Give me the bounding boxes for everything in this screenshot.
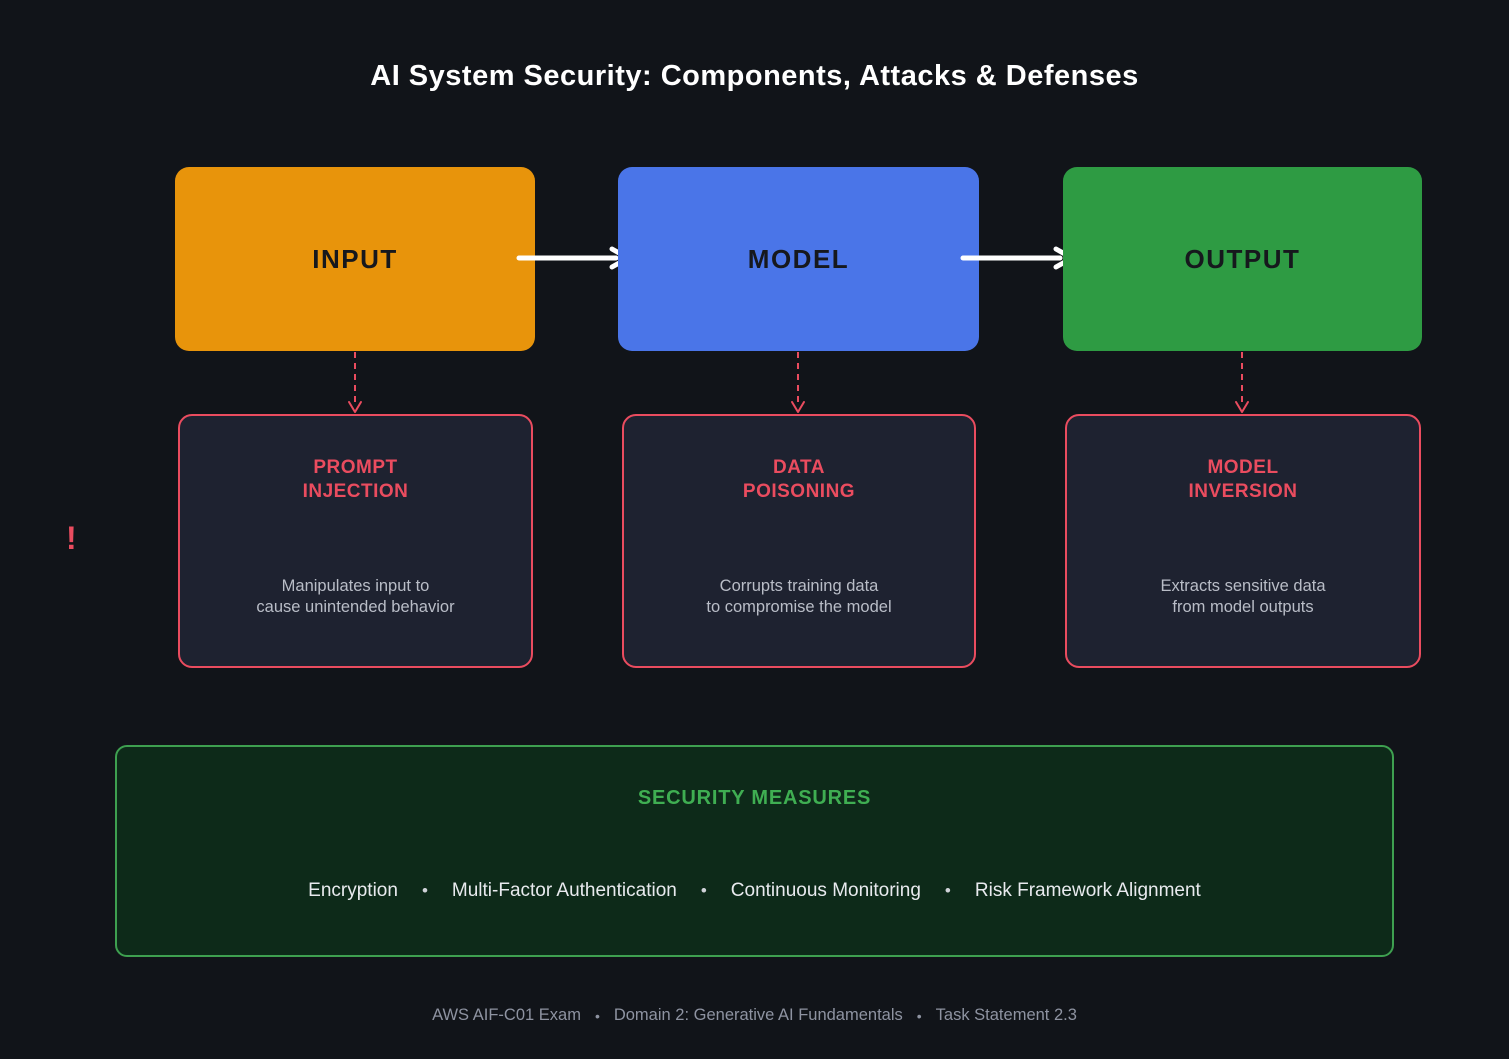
measure-item: Encryption bbox=[308, 880, 398, 901]
component-box-input: INPUT bbox=[175, 167, 535, 351]
footer-item: AWS AIF-C01 Exam bbox=[432, 1006, 581, 1024]
attack-title: PROMPT INJECTION bbox=[302, 457, 409, 502]
component-label-input: INPUT bbox=[312, 243, 398, 274]
attack-arrow-icon bbox=[791, 352, 805, 413]
attack-description: Corrupts training data to compromise the… bbox=[706, 576, 892, 616]
attack-title: DATA POISONING bbox=[742, 457, 856, 502]
component-label-output: OUTPUT bbox=[1184, 243, 1301, 274]
page-title: AI System Security: Components, Attacks … bbox=[370, 60, 1139, 92]
warning-exclamation-icon: ! bbox=[66, 520, 77, 556]
component-box-model: MODEL bbox=[618, 167, 979, 351]
footer-item: Domain 2: Generative AI Fundamentals bbox=[613, 1006, 903, 1024]
component-label-model: MODEL bbox=[747, 243, 850, 274]
attack-box-prompt-injection: PROMPT INJECTION Manipulates input to ca… bbox=[178, 414, 533, 668]
measure-item: Multi-Factor Authentication bbox=[451, 880, 677, 901]
footer-item: Task Statement 2.3 bbox=[935, 1006, 1077, 1024]
bullet-separator: • bbox=[421, 881, 428, 900]
bullet-separator: • bbox=[594, 1007, 600, 1024]
flow-arrow-icon bbox=[960, 246, 1075, 270]
security-measures-panel: SECURITY MEASURES Encryption • Multi-Fac… bbox=[115, 745, 1394, 957]
attack-box-data-poisoning: DATA POISONING Corrupts training data to… bbox=[622, 414, 976, 668]
security-measures-list: Encryption • Multi-Factor Authentication… bbox=[117, 880, 1392, 902]
flow-arrow-icon bbox=[516, 246, 631, 270]
bullet-separator: • bbox=[700, 881, 707, 900]
attack-description: Manipulates input to cause unintended be… bbox=[256, 576, 455, 616]
attack-arrow-icon bbox=[1235, 352, 1249, 413]
attack-title: MODEL INVERSION bbox=[1188, 457, 1298, 502]
bullet-separator: • bbox=[916, 1007, 922, 1024]
security-measures-heading: SECURITY MEASURES bbox=[637, 787, 872, 809]
attack-description: Extracts sensitive data from model outpu… bbox=[1160, 576, 1326, 616]
footer-text: AWS AIF-C01 Exam • Domain 2: Generative … bbox=[0, 1006, 1509, 1025]
attack-arrow-icon bbox=[348, 352, 362, 413]
measure-item: Continuous Monitoring bbox=[730, 880, 921, 901]
bullet-separator: • bbox=[944, 881, 951, 900]
measure-item: Risk Framework Alignment bbox=[974, 880, 1201, 901]
attack-box-model-inversion: MODEL INVERSION Extracts sensitive data … bbox=[1065, 414, 1421, 668]
component-box-output: OUTPUT bbox=[1063, 167, 1422, 351]
